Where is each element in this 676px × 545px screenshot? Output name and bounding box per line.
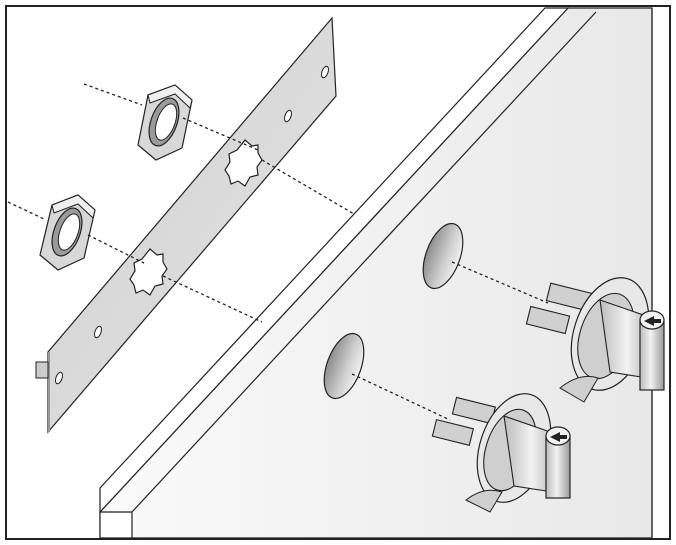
left-arrow-icon: [550, 432, 567, 442]
strip-serrated-hole: [129, 248, 168, 296]
panel-hole-lower: [323, 332, 365, 400]
left-arrow-icon: [644, 316, 661, 326]
mounting-strip: [35, 16, 337, 434]
strip-serrated-hole: [224, 139, 263, 187]
panel-top-edge: [99, 7, 570, 514]
strip-hole: [55, 371, 63, 385]
assembly-lines: [7, 83, 549, 421]
panel-hole-upper: [422, 222, 464, 290]
switch-upper: [525, 277, 665, 403]
strip-hole: [94, 325, 102, 339]
strip-hole: [321, 65, 329, 79]
switch-lower: [431, 393, 571, 513]
panel-front-edge: [99, 511, 133, 539]
lock-nut-upper: [137, 84, 193, 161]
strip-hole: [284, 109, 292, 123]
lock-nut-lower: [39, 194, 96, 271]
